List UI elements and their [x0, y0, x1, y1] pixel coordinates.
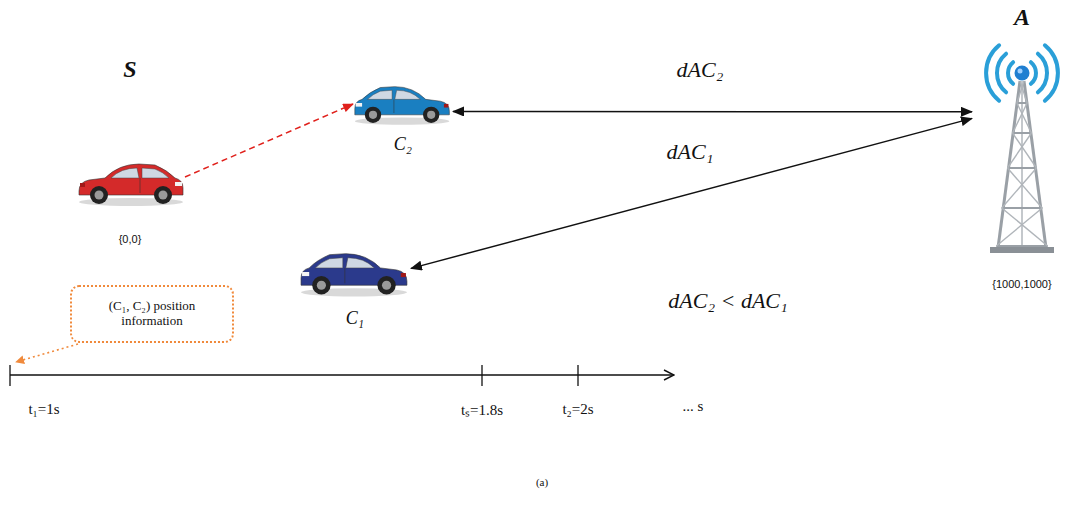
- cell-tower-part: [986, 45, 999, 100]
- timeline-tick: [577, 365, 578, 386]
- node-picture: [299, 246, 411, 298]
- callout-box: (C₁, C₂) position information: [70, 285, 234, 343]
- figure-caption: (a): [534, 476, 550, 488]
- cell-tower-part: [1007, 167, 1036, 169]
- coordinate-label: {0,0}: [119, 233, 142, 245]
- red-car-part-part: [142, 168, 169, 178]
- cell-tower-part: [1045, 45, 1058, 100]
- blue-car-part-part: [427, 111, 435, 119]
- cell-tower-part: [998, 81, 1020, 248]
- cell-tower-part: [1017, 103, 1032, 133]
- cell-tower-part: [996, 245, 1047, 247]
- coordinate-label: {1000,1000}: [992, 278, 1051, 290]
- navy-car-part-part: [346, 258, 375, 268]
- timeline-tick: [9, 365, 10, 386]
- cell-tower-part: [1007, 168, 1042, 208]
- base-station-node: A {1000,1000}: [972, 4, 1072, 290]
- cell-tower-part: [1002, 168, 1037, 208]
- navy-car-part-part: [312, 276, 330, 294]
- cell-tower-part: [996, 208, 1042, 246]
- blue-car-part-part: [365, 107, 381, 123]
- cell-tower-part: [1002, 208, 1048, 246]
- navy-car-part-part: [315, 258, 342, 268]
- blue-car-part-part: [444, 104, 449, 108]
- leader-line: [16, 344, 78, 362]
- navy-car-part-part: [382, 281, 391, 290]
- vehicle-node: C₂: [353, 80, 453, 155]
- blue-car: [353, 80, 453, 126]
- red-car-part-part: [90, 186, 108, 204]
- node-picture: [353, 80, 453, 126]
- timeline-tick: [481, 365, 482, 386]
- navy-car-part-part: [401, 273, 406, 277]
- blue-car-part: [355, 87, 450, 125]
- distance-arrow: [411, 118, 972, 268]
- cell-tower-part: [1008, 62, 1013, 84]
- node-label: A: [1014, 4, 1030, 31]
- time-label: t₂=2s: [560, 401, 595, 418]
- cell-tower-part: [1018, 69, 1023, 74]
- navy-car-part-part: [317, 281, 326, 290]
- node-label: S: [123, 56, 136, 83]
- cell-tower-part: [1017, 102, 1027, 104]
- red-car-part-part: [111, 168, 139, 178]
- cell-tower-part: [1015, 66, 1030, 81]
- red-car-part-part: [95, 191, 104, 200]
- blue-car-part-part: [393, 99, 394, 113]
- vehicle-node: C₁: [299, 246, 411, 329]
- cell-tower-part: [1002, 207, 1043, 209]
- red-car-part-part: [159, 191, 168, 200]
- red-car-part: [79, 164, 183, 206]
- cell-tower-part: [1017, 81, 1024, 103]
- node-picture: [75, 157, 185, 207]
- cell-tower-part: [1038, 54, 1047, 93]
- navy-car: [299, 246, 411, 298]
- cell-tower-part: [1013, 103, 1028, 133]
- red-car: [75, 157, 185, 207]
- callout-text: (C₁, C₂) position information: [80, 299, 224, 329]
- node-picture: [972, 33, 1072, 258]
- navy-car-part-part: [302, 272, 309, 276]
- cell-tower-part: [1031, 62, 1036, 84]
- red-car-part-part: [140, 178, 141, 193]
- red-car-part-part: [80, 183, 85, 187]
- blue-car-part-part: [369, 111, 377, 119]
- blue-car-part-part: [368, 90, 393, 99]
- cell-tower-part: [1024, 81, 1046, 248]
- distance-label: dAC₁: [665, 139, 716, 165]
- cell-tower: [972, 33, 1072, 258]
- distance-label: dAC₂: [675, 57, 726, 83]
- cell-tower-part: [1021, 81, 1023, 248]
- cell-tower-part: [1013, 132, 1032, 134]
- navy-car-part: [301, 254, 407, 297]
- cell-tower-part: [1013, 133, 1037, 168]
- timeline-axis: [10, 374, 674, 375]
- cell-tower-part: [990, 247, 1054, 253]
- vehicle-node: S {0,0}: [75, 56, 185, 245]
- distance-arrow: [453, 111, 972, 113]
- navy-car-part-part: [377, 276, 395, 294]
- blue-car-part-part: [423, 107, 439, 123]
- blue-car-part-part: [395, 90, 420, 99]
- cell-tower-part: [997, 54, 1006, 93]
- cell-tower-part: [1007, 133, 1031, 168]
- time-label: t₁=1s: [26, 401, 61, 418]
- node-label: C₂: [394, 134, 412, 155]
- red-car-part-part: [175, 182, 182, 186]
- time-label: ... s: [681, 398, 706, 415]
- blue-car-part-part: [356, 103, 362, 107]
- red-car-part-part: [154, 186, 172, 204]
- navy-car-part-part: [344, 268, 345, 283]
- time-label: tₛ=1.8s: [459, 399, 505, 419]
- comparison-note: dAC₂ < dAC₁: [666, 288, 789, 314]
- message-arrow: [185, 104, 353, 177]
- node-label: C₁: [346, 308, 364, 329]
